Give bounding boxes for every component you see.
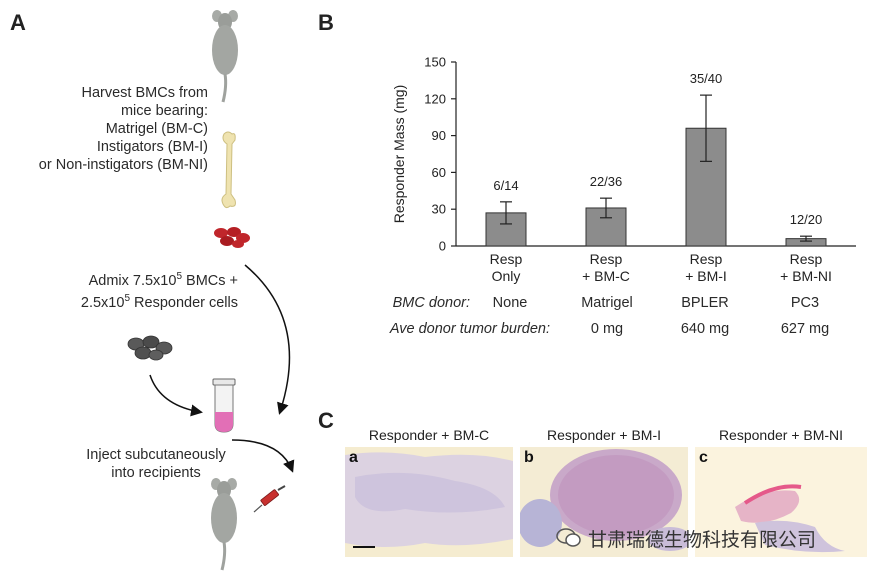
data-label: 22/36 [590, 174, 623, 189]
watermark-text: 甘肃瑞德生物科技有限公司 [588, 530, 817, 551]
panel-a-letter: A [10, 10, 26, 35]
category-label: Resp [490, 251, 523, 267]
bmc-donor-label: BMC donor: [392, 295, 470, 311]
syringe-icon [253, 485, 286, 513]
category-label: Resp [690, 251, 723, 267]
exponent: 5 [124, 292, 130, 304]
donor-value: None [492, 295, 528, 311]
category-label: Only [492, 268, 521, 284]
image-letter: b [524, 449, 534, 466]
category-label: + BM-NI [780, 268, 832, 284]
y-tick-label: 120 [424, 91, 446, 106]
inject-text: Inject subcutaneously into recipients [50, 446, 262, 482]
mouse-icon [211, 478, 237, 571]
y-tick-label: 30 [432, 202, 446, 217]
burden-value: 640 mg [680, 321, 730, 337]
histology-image-b: b [520, 447, 688, 557]
histology-title: Responder + BM-NI [718, 427, 844, 443]
category-label: Resp [590, 251, 623, 267]
harvest-line: mice bearing: [120, 103, 208, 119]
femur-bone-icon [221, 131, 236, 209]
histology-image-a: a [345, 447, 513, 557]
y-tick-label: 60 [432, 165, 446, 180]
category-label: Resp [790, 251, 823, 267]
donor-value: BPLER [681, 295, 729, 311]
tumor-burden-label: Ave donor tumor burden: [389, 321, 550, 337]
admix-line1-end: BMCs + [182, 272, 238, 289]
donor-value: PC3 [790, 295, 820, 311]
data-label: 6/14 [493, 178, 518, 193]
image-letter: a [349, 449, 358, 466]
harvest-line: Harvest BMCs from [81, 85, 209, 101]
admix-line1: Admix 7.5x10 [88, 272, 177, 289]
arrows-overlay [149, 264, 295, 473]
category-label: + BM-I [685, 268, 727, 284]
inject-line1: Inject subcutaneously [86, 447, 226, 463]
data-label: 35/40 [690, 71, 723, 86]
admix-text: Admix 7.5x105 BMCs + 2.5x105 Responder c… [50, 268, 238, 312]
harvest-line: Instigators (BM-I) [96, 139, 208, 155]
responder-cells-icon [127, 335, 173, 361]
exponent: 5 [176, 271, 182, 282]
panel-c-letter: C [318, 408, 334, 433]
harvest-line: or Non-instigators (BM-NI) [38, 157, 208, 173]
inject-line2: into recipients [111, 465, 201, 481]
burden-value: 0 mg [590, 321, 624, 337]
data-label: 12/20 [790, 212, 823, 227]
burden-value: 627 mg [780, 321, 830, 337]
y-tick-label: 150 [424, 55, 446, 70]
histology-title: Responder + BM-I [547, 427, 661, 443]
histology-title: Responder + BM-C [368, 427, 490, 443]
red-blood-cells-icon [214, 227, 250, 248]
harvest-line: Matrigel (BM-C) [105, 121, 208, 137]
mouse-icon [212, 10, 238, 103]
image-letter: c [699, 449, 708, 466]
harvest-text: Harvest BMCs from mice bearing: Matrigel… [20, 84, 208, 174]
donor-value: Matrigel [581, 295, 633, 311]
y-tick-label: 0 [439, 239, 446, 254]
y-tick-label: 90 [432, 128, 446, 143]
histology-image-c: c [695, 447, 867, 557]
test-tube-icon [212, 378, 236, 433]
y-axis-title: Responder Mass (mg) [391, 85, 407, 224]
wechat-icon [556, 528, 581, 547]
admix-line2-end: Responder cells [130, 294, 238, 311]
admix-line2: 2.5x10 [80, 294, 125, 311]
category-label: + BM-C [582, 268, 630, 284]
panel-b-letter: B [318, 10, 334, 35]
